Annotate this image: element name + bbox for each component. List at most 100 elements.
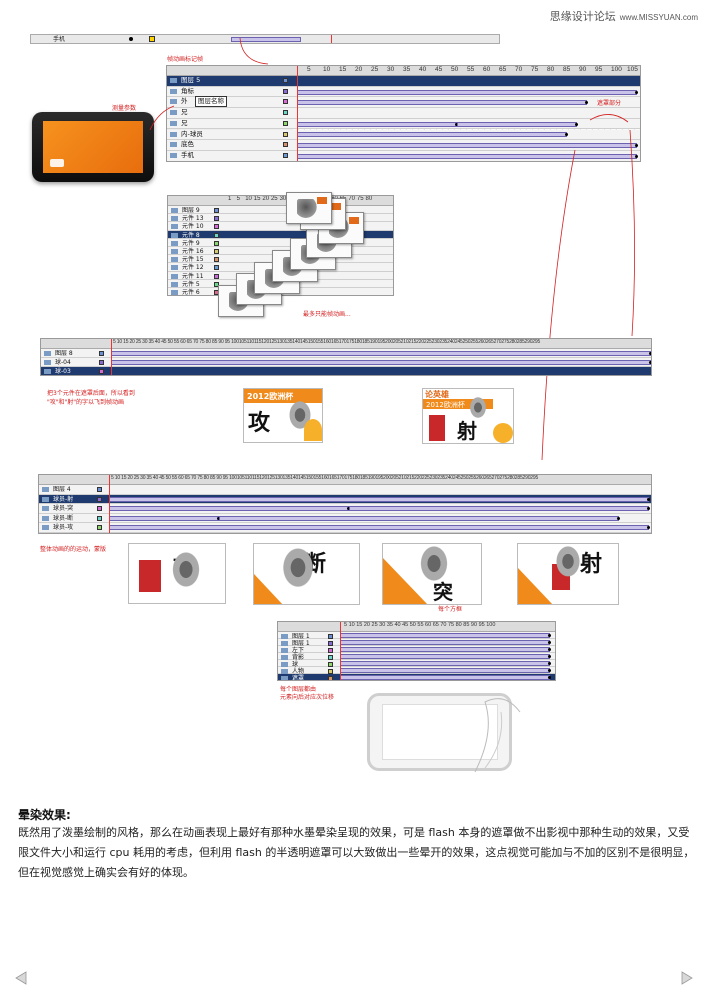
brand-logo	[50, 159, 64, 167]
layer-color-swatch[interactable]	[97, 515, 102, 521]
ruler-tick-label: 45	[435, 66, 443, 73]
layer-color-swatch[interactable]	[99, 369, 104, 374]
layer-color-swatch[interactable]	[328, 648, 333, 653]
timeline-layer-row[interactable]: 球员-射	[39, 494, 651, 504]
banner-year: 2012欧洲杯	[247, 392, 294, 401]
layer-color-swatch[interactable]	[214, 273, 219, 279]
ruler-tick-label: 20	[355, 66, 363, 73]
layer-icon	[171, 216, 178, 222]
left-arrow-icon[interactable]	[12, 969, 30, 987]
timeline-layer-row[interactable]: 图层 4	[39, 485, 651, 495]
timeline-layer-row[interactable]: 兄	[167, 118, 640, 130]
layer-color-swatch[interactable]	[214, 281, 219, 287]
timeline-layer-row[interactable]: 角标	[167, 86, 640, 98]
timeline-layer-row[interactable]: 遮罩	[278, 674, 555, 680]
layer-color-swatch[interactable]	[328, 655, 333, 660]
layer-name: 球	[292, 661, 299, 668]
timeline-layer-row[interactable]: 图层 8	[41, 349, 651, 358]
timeline-layer-row[interactable]: 球员-断	[39, 513, 651, 523]
layer-icon	[42, 515, 49, 521]
layer-color-swatch[interactable]	[283, 120, 288, 126]
timeline-layer-row[interactable]: 底色	[167, 140, 640, 151]
layer-color-swatch[interactable]	[214, 232, 219, 238]
layer-color-swatch[interactable]	[328, 634, 333, 639]
layer-color-swatch[interactable]	[283, 78, 288, 83]
layer-color-swatch	[149, 36, 155, 42]
layer-icon	[171, 232, 178, 238]
timeline-layer-row[interactable]: 内-球员	[167, 129, 640, 141]
right-arrow-icon[interactable]	[678, 969, 696, 987]
layer-color-swatch[interactable]	[283, 99, 288, 105]
timeline-layer-row[interactable]: 图层 5	[167, 76, 640, 87]
layer-color-swatch[interactable]	[97, 525, 102, 530]
layer-color-swatch[interactable]	[214, 208, 219, 213]
tween-span	[340, 654, 550, 659]
keyframe-dot	[647, 507, 650, 511]
layer-color-swatch[interactable]	[283, 110, 288, 116]
ruler-tick-label: 10	[245, 196, 252, 202]
timeline-layer-row[interactable]: 手机	[167, 150, 640, 161]
timeline-layer-row[interactable]: 元件 9	[168, 238, 393, 247]
layer-name: 元件 10	[182, 223, 204, 231]
layer-color-swatch[interactable]	[97, 496, 102, 502]
keyframe-dot	[647, 526, 650, 530]
layer-color-swatch[interactable]	[283, 88, 288, 94]
layer-color-swatch[interactable]	[328, 641, 333, 646]
layer-color-swatch[interactable]	[283, 152, 288, 158]
timeline-layer-row[interactable]: 人物	[278, 667, 555, 675]
ruler-tick-label: 20	[262, 196, 270, 202]
annotation-small: 每个图层都由 元素向后对应次位移	[280, 686, 335, 701]
layer-color-swatch[interactable]	[97, 487, 102, 492]
layer-color-swatch[interactable]	[214, 216, 219, 222]
layer-name: 兄	[181, 118, 188, 127]
layer-name: 图层 1	[292, 633, 310, 640]
layer-name: 元件 13	[182, 215, 204, 223]
tween-span	[349, 506, 649, 512]
layer-color-swatch[interactable]	[214, 240, 219, 246]
layer-color-swatch[interactable]	[214, 249, 219, 254]
layer-color-swatch[interactable]	[328, 669, 333, 674]
timeline-layer-row[interactable]: 图层 9	[168, 206, 393, 215]
layer-icon	[170, 131, 177, 137]
layer-name: 元件 8	[182, 231, 200, 239]
timeline-layer-row[interactable]: 球员-攻	[39, 523, 651, 533]
layer-color-swatch[interactable]	[97, 506, 102, 511]
layer-name: 元件 15	[182, 256, 204, 264]
layer-color-swatch[interactable]	[99, 351, 104, 356]
timeline-layer-row[interactable]: 球-04	[41, 358, 651, 367]
keyframe-dot	[635, 154, 638, 158]
layer-color-swatch[interactable]	[214, 257, 219, 263]
playhead	[111, 339, 112, 375]
layer-icon	[171, 240, 178, 246]
timeline-layer-row[interactable]: 左下	[278, 646, 555, 654]
timeline-layer-row[interactable]: 元件 8	[168, 230, 393, 239]
layer-name: 元件 9	[182, 239, 200, 247]
layer-icon	[281, 662, 288, 667]
layer-color-swatch[interactable]	[214, 265, 219, 271]
timeline-layer-row[interactable]: 球	[278, 660, 555, 668]
keyframe-dot	[455, 122, 458, 126]
timeline-layer-row[interactable]: 元件 10	[168, 222, 393, 231]
layer-color-swatch[interactable]	[328, 662, 333, 667]
layer-icon	[281, 634, 288, 639]
timeline-layer-row[interactable]: 图层 1	[278, 639, 555, 647]
layer-color-swatch[interactable]	[283, 142, 288, 148]
layer-icon	[171, 224, 178, 230]
layer-color-swatch[interactable]	[214, 224, 219, 230]
layer-color-swatch[interactable]	[283, 131, 288, 137]
ruler-tick-label: 35	[403, 66, 411, 73]
timeline-layer-row[interactable]: 元件 13	[168, 214, 393, 223]
annotation-stack: 最多只能帧动画...	[303, 311, 351, 318]
tween-span	[297, 89, 637, 95]
timeline-layer-row[interactable]: 背影	[278, 653, 555, 661]
ruler-tick-label: 85	[563, 66, 571, 73]
timeline-layer-row[interactable]: 兄	[167, 108, 640, 119]
banner-title: 论英雄	[425, 390, 449, 399]
layer-color-swatch[interactable]	[99, 360, 104, 365]
timeline-layer-row[interactable]: 球-03	[41, 367, 651, 375]
layer-color-swatch[interactable]	[328, 676, 333, 680]
timeline-ruler: 5 10 15 20 25 30 35 40 45 50 55 60 65 70…	[39, 475, 651, 485]
timeline-layer-row[interactable]: 图层 1	[278, 632, 555, 640]
timeline-layer-row[interactable]: 球员-突	[39, 504, 651, 514]
layer-name: 人物	[292, 668, 305, 675]
